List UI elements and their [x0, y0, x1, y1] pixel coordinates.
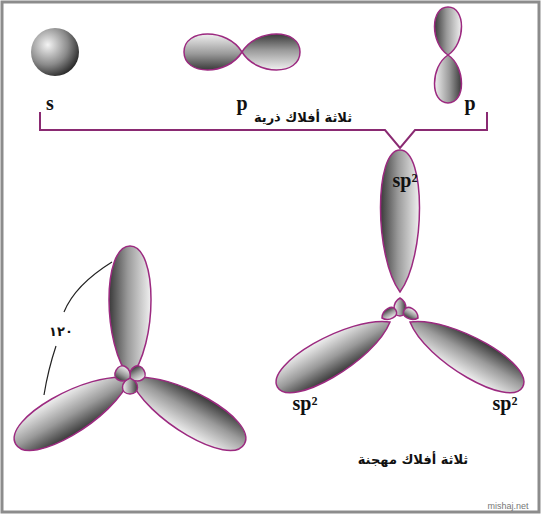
- orbital-lobe: [112, 364, 133, 385]
- orbital-lobe: [402, 305, 421, 322]
- group-caption: ثلاثة أفلاك مهجنة: [355, 452, 472, 467]
- orbital-lobe: [400, 305, 532, 404]
- orbital-name: s: [46, 93, 54, 113]
- lobes: [5, 7, 532, 462]
- orbital-lobe: [268, 305, 400, 404]
- hybrid-label: sp²: [293, 393, 318, 413]
- group-caption: ثلاثة أفلاك ذرية: [251, 110, 355, 125]
- orbital-lobe: [435, 55, 462, 103]
- hybrid-label: sp²: [393, 170, 418, 190]
- orbital-lobe: [109, 246, 151, 378]
- s-orbital: [31, 28, 79, 76]
- angle-leader: [44, 346, 56, 395]
- orbital-lobe: [435, 7, 462, 55]
- hybrid-label: sp²: [493, 393, 518, 413]
- orbital-lobe: [184, 34, 242, 70]
- orbital-lobe: [120, 360, 255, 462]
- orbital-lobe: [5, 360, 140, 462]
- orbital-lobe: [381, 150, 420, 292]
- angle-value: ١٢٠: [46, 324, 76, 339]
- orbital-lobe: [242, 34, 300, 70]
- orbital-name: p: [464, 93, 475, 113]
- orbital-name: p: [236, 93, 247, 113]
- angle-leader: [64, 262, 112, 312]
- watermark: mishaj.net: [487, 502, 528, 511]
- orbital-lobe: [379, 305, 398, 322]
